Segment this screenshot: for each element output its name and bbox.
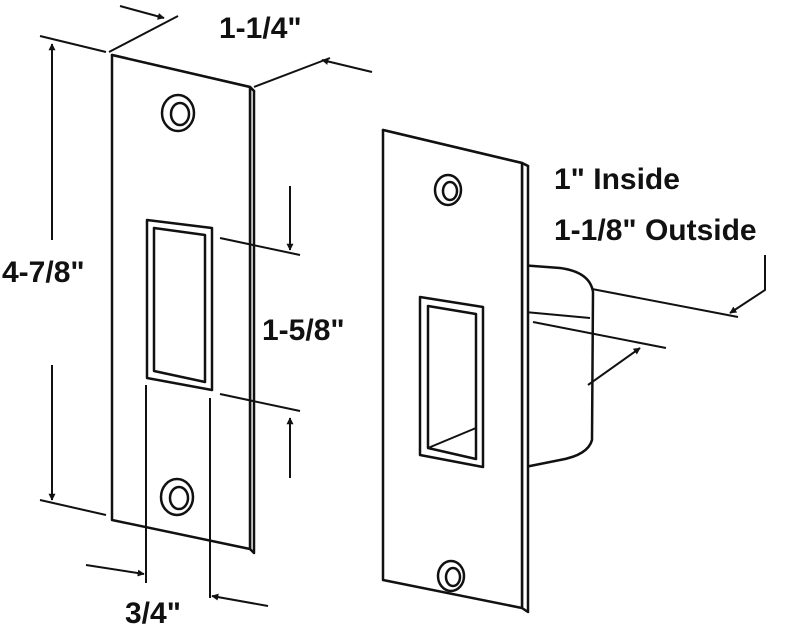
flat-strike-plate (110, 53, 256, 555)
depth-outside-label: 1-1/8" Outside (554, 214, 757, 247)
screw-hole-icon (433, 173, 463, 207)
screw-hole-icon (159, 477, 195, 517)
opening-width-label: 3/4" (125, 597, 181, 630)
box-strike (381, 128, 595, 614)
screw-hole-icon (436, 559, 466, 593)
height-label: 4-7/8" (2, 256, 85, 289)
box-pocket (518, 263, 595, 470)
opening-height-label: 1-5/8" (262, 314, 345, 347)
depth-inside-label: 1" Inside (554, 163, 680, 196)
dimension-lines (39, 5, 766, 607)
width-label: 1-1/4" (219, 12, 302, 45)
screw-hole-icon (160, 93, 196, 133)
